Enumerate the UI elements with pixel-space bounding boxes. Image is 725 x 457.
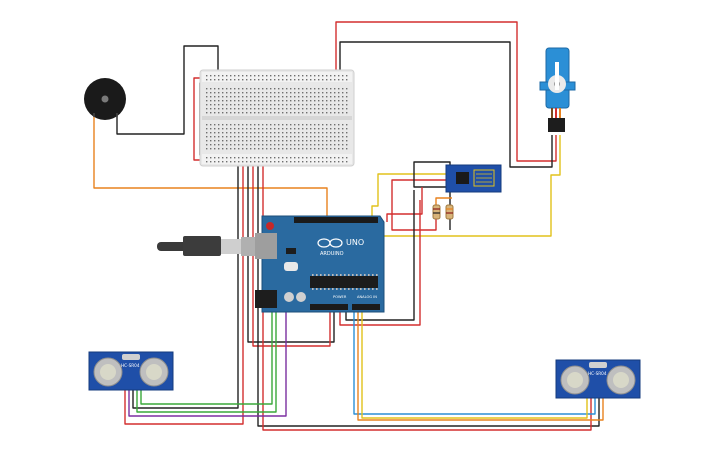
resistor-2[interactable] — [445, 204, 454, 220]
wire-servo-black[interactable] — [339, 41, 553, 168]
servo-motor[interactable] — [539, 47, 576, 132]
wire-esp-black2[interactable] — [345, 190, 415, 321]
ultrasonic-sensor-right[interactable]: HC-SR04 — [555, 359, 641, 399]
ultrasonic-sensor-left[interactable]: HC-SR04 — [88, 351, 174, 391]
analog-header — [352, 304, 380, 310]
wire-sig-yellow-right[interactable] — [361, 312, 588, 419]
arduino-brand-text: ARDUINO — [320, 251, 344, 257]
arduino-model-text: UNO — [346, 238, 364, 247]
wire-buzzer-orange[interactable] — [93, 113, 328, 222]
power-jack — [255, 290, 277, 308]
reset-button[interactable] — [266, 222, 274, 230]
analog-in-label: ANALOG IN — [357, 295, 377, 299]
wire-sig-green2[interactable] — [140, 248, 273, 405]
power-header — [310, 304, 348, 310]
wire-servo-red[interactable] — [335, 21, 557, 162]
digital-header — [294, 217, 378, 223]
capacitor — [296, 292, 306, 302]
atmega-chip — [310, 276, 378, 288]
crystal-oscillator — [284, 262, 298, 271]
breadboard[interactable] — [199, 69, 355, 167]
sensor-right-model: HC-SR04 — [588, 371, 607, 376]
resistor-1[interactable] — [432, 204, 441, 220]
usb-port — [255, 233, 277, 259]
wire-bb-black-1[interactable] — [132, 162, 239, 409]
wire-sig-blue-right[interactable] — [353, 312, 596, 415]
power-label: POWER — [333, 295, 347, 299]
breadboard-holes — [206, 75, 348, 163]
wire-esp-red3[interactable] — [339, 200, 421, 326]
arduino-uno-board[interactable]: ARDUINO UNO ANALOG IN POWER — [255, 215, 385, 313]
wire-sig-orange-right[interactable] — [357, 312, 604, 421]
capacitor — [284, 292, 294, 302]
piezo-buzzer[interactable] — [84, 78, 126, 120]
esp8266-wifi-module[interactable] — [445, 164, 502, 193]
wire-bb-red-1[interactable] — [124, 162, 244, 425]
wire-esp-red2[interactable] — [386, 187, 423, 222]
wire-buzzer-black[interactable] — [116, 45, 219, 135]
sensor-left-model: HC-SR04 — [121, 363, 140, 368]
wire-esp-red[interactable] — [391, 179, 446, 231]
wire-esp-yellow[interactable] — [371, 173, 446, 222]
usb-cable[interactable] — [157, 236, 265, 256]
